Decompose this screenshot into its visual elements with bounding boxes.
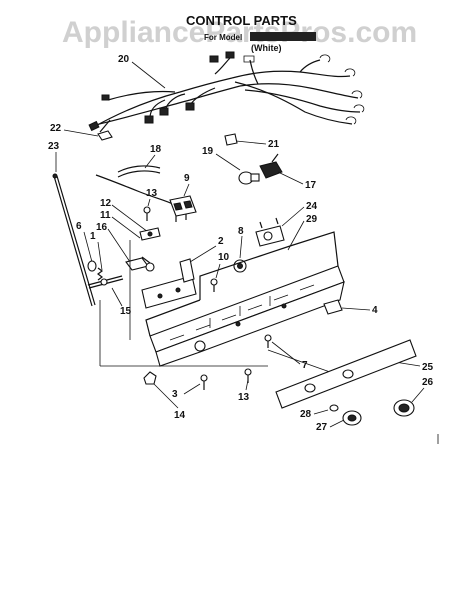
part-21-clip (224, 133, 238, 146)
part-1-control-housing (145, 231, 345, 367)
callout-11: 11 (100, 210, 111, 221)
leader-10 (215, 263, 221, 279)
wire-harness (88, 51, 365, 133)
callout-2: 2 (218, 236, 224, 247)
callout-15: 15 (120, 306, 132, 317)
callout-22: 22 (50, 123, 62, 134)
callout-14: 14 (174, 410, 186, 421)
leader-4 (341, 307, 371, 311)
leader-20 (131, 61, 166, 89)
callout-24: 6 (76, 221, 82, 232)
part-23-rod (52, 173, 96, 307)
part-3-screw (200, 374, 208, 390)
part-9-switch (169, 195, 197, 222)
color-label: (White) (251, 43, 282, 53)
callout-3: 3 (172, 389, 178, 400)
callout-16: 16 (96, 222, 108, 233)
callout-13-upper: 13 (146, 188, 158, 199)
leader-19 (215, 153, 241, 171)
part-19-bulb (238, 171, 260, 185)
part-28-washer (329, 404, 339, 412)
watermark-text: AppliancePartsPros.com (62, 16, 417, 49)
callout-1: 29 (306, 214, 318, 225)
callout-28: 28 (300, 409, 312, 420)
part-15-shaft (87, 275, 124, 289)
leader-12 (111, 204, 149, 233)
part-4-clip (323, 299, 343, 315)
leader-26 (411, 387, 425, 403)
leader-17 (277, 171, 304, 185)
leader-7 (271, 341, 301, 365)
model-number-redacted (250, 32, 316, 41)
callout-8: 8 (238, 226, 244, 237)
leader-11 (111, 216, 141, 239)
diagram-title: CONTROL PARTS (186, 13, 297, 28)
leader-24 (83, 231, 93, 263)
leader-22 (63, 129, 99, 137)
model-prefix: For Model (204, 33, 242, 42)
callout-21: 21 (268, 139, 280, 150)
callout-17: 17 (305, 180, 317, 191)
part-8-knob (233, 259, 247, 273)
callout-7: 7 (302, 360, 308, 371)
leader-6 (281, 206, 305, 227)
part-14-clip (143, 371, 157, 385)
leader-16 (107, 228, 131, 263)
part-29-spring (97, 267, 103, 281)
part-7-screw (264, 334, 272, 348)
callout-18: 18 (150, 144, 162, 155)
callout-13-lower: 13 (238, 392, 250, 403)
part-13-screw-lower (244, 368, 252, 383)
part-25-trim-strip (275, 339, 417, 409)
part-18-tube (95, 165, 176, 206)
leader-15 (111, 287, 123, 307)
callout-6: 24 (306, 201, 318, 212)
part-22-clip (97, 130, 113, 141)
callout-10: 10 (218, 252, 230, 263)
callout-29: 1 (90, 231, 96, 242)
leader-2 (189, 245, 217, 263)
callout-9: 9 (184, 173, 190, 184)
callout-19: 19 (202, 146, 214, 157)
leader-8 (239, 235, 243, 259)
leader-21 (235, 140, 267, 145)
leader-3 (183, 383, 201, 395)
leader-13-upper (147, 198, 151, 207)
part-27-knob (342, 410, 362, 426)
leader-14 (153, 383, 179, 409)
leader-9 (183, 183, 190, 197)
part-26-knob (393, 399, 415, 417)
callout-26: 26 (422, 377, 434, 388)
part-6-thermostat (255, 217, 285, 247)
callout-23: 23 (48, 141, 60, 152)
callout-4: 4 (372, 305, 378, 316)
part-13-screw-upper (143, 206, 151, 221)
part-11-bracket (139, 227, 161, 241)
part-24-retainer (87, 260, 97, 272)
part-2-mounting-bracket (141, 258, 197, 309)
part-10-screw (210, 278, 218, 292)
callout-27: 27 (316, 422, 328, 433)
leader-27 (329, 419, 345, 428)
callout-25: 25 (422, 362, 434, 373)
callout-20: 20 (118, 54, 130, 65)
part-17-socket (259, 153, 283, 179)
leader-28 (313, 409, 329, 415)
callout-12: 12 (100, 198, 112, 209)
leader-29 (97, 241, 103, 271)
